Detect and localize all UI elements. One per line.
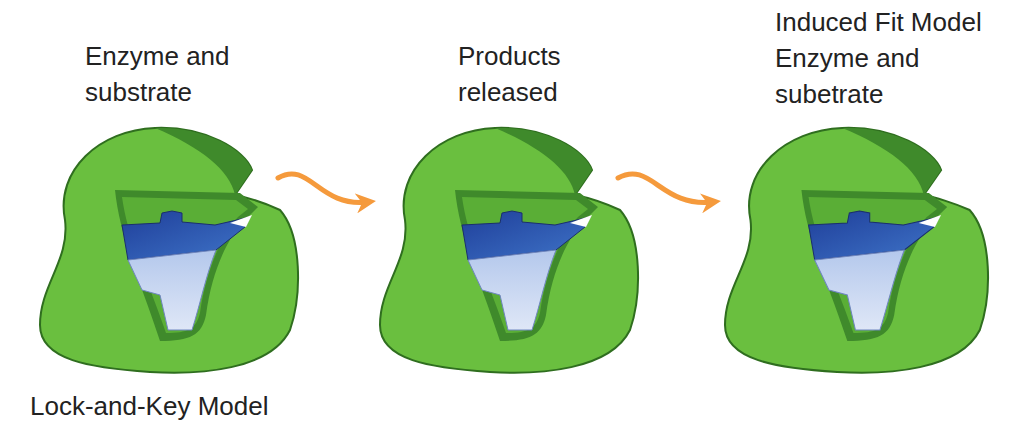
- enzyme-shade: [495, 128, 592, 195]
- enzyme-node: Enzyme and substrate: [40, 0, 300, 380]
- process-arrow: [618, 174, 713, 203]
- enzyme-shape: [725, 125, 990, 375]
- substrate-bottom: [128, 250, 216, 330]
- substrate-tip: [230, 215, 252, 227]
- active-site-inner: [462, 197, 588, 333]
- enzyme-shade: [155, 128, 252, 195]
- node-heading: Products released: [458, 38, 618, 110]
- node-heading: Enzyme and subetrate: [775, 40, 950, 112]
- enzyme-body: [380, 128, 638, 373]
- enzyme-shape: [380, 125, 640, 375]
- enzyme-body: [725, 128, 988, 373]
- substrate-tip: [570, 215, 592, 227]
- active-site-inner: [809, 197, 937, 333]
- enzyme-shape: [40, 125, 300, 375]
- active-site: [801, 190, 947, 341]
- model-label: Lock-and-Key Model: [30, 390, 268, 422]
- substrate-tip: [919, 215, 941, 227]
- substrate-top: [122, 211, 250, 260]
- active-site: [455, 190, 598, 341]
- active-site-inner: [122, 197, 248, 333]
- enzyme-shade: [842, 128, 941, 195]
- enzyme-body: [40, 128, 298, 373]
- active-site: [115, 190, 258, 341]
- node-heading: Enzyme and substrate: [85, 38, 275, 110]
- process-arrow: [278, 174, 368, 203]
- substrate-bottom: [815, 250, 905, 330]
- enzyme-node: Products released: [380, 0, 640, 380]
- substrate-top: [462, 211, 590, 260]
- enzyme-node: Induced Fit ModelEnzyme and subetrate: [725, 0, 990, 380]
- substrate-top: [809, 211, 939, 260]
- substrate-bottom: [468, 250, 556, 330]
- node-heading: Induced Fit Model: [775, 4, 1024, 40]
